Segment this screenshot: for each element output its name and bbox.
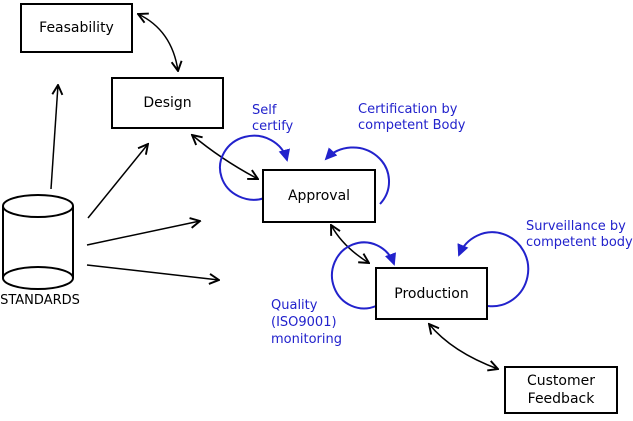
feasability-box: Feasability [20, 3, 133, 53]
standards-label: STANDARDS [0, 293, 80, 308]
arrow-standards-to-design [87, 144, 148, 219]
loop-surveillance [457, 231, 530, 308]
arrow-standards-to-production [86, 264, 219, 280]
quality-line3: monitoring [271, 332, 342, 347]
arrow-standards-to-feasability [50, 85, 58, 190]
loop-quality-monitoring [331, 241, 396, 310]
surveillance-annotation: Surveillance by competent body [526, 219, 633, 251]
loop-certification [324, 146, 390, 205]
arrow-production-customer-feedback [429, 324, 498, 369]
certification-line1: Certification by [358, 102, 458, 117]
customer-feedback-line2: Feedback [527, 391, 595, 407]
production-box: Production [375, 267, 488, 320]
customer-feedback-box: Customer Feedback [504, 366, 618, 414]
loop-self-certify [219, 134, 290, 201]
quality-line1: Quality [271, 298, 318, 313]
arrow-approval-production [331, 225, 369, 263]
design-box: Design [111, 77, 224, 129]
quality-line2: (ISO9001) [271, 315, 337, 330]
certification-annotation: Certification by competent Body [358, 102, 465, 134]
arrow-design-approval [192, 135, 258, 179]
approval-box: Approval [262, 169, 376, 223]
surveillance-line1: Surveillance by [526, 219, 626, 234]
certification-line2: competent Body [358, 118, 466, 133]
standards-cylinder-icon [2, 194, 74, 290]
surveillance-line2: competent body [526, 235, 633, 250]
self-certify-line2: certify [252, 119, 294, 134]
arrow-standards-to-approval [86, 221, 200, 246]
self-certify-line1: Self [252, 103, 277, 118]
quality-annotation: Quality (ISO9001) monitoring [271, 297, 342, 348]
arrow-feasability-design [138, 14, 178, 71]
self-certify-annotation: Self certify [252, 103, 293, 135]
customer-feedback-line1: Customer [526, 373, 595, 389]
